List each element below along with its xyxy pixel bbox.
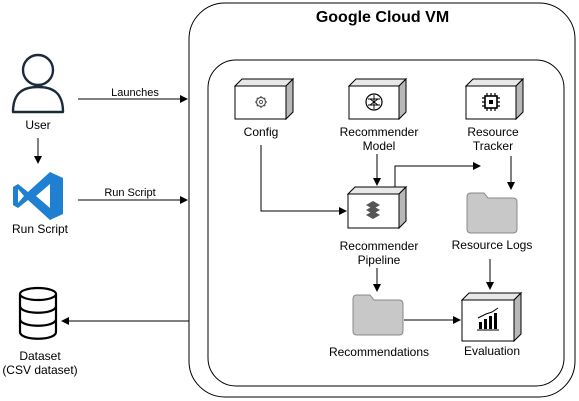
resource-tracker-label-line2: Tracker <box>472 139 514 153</box>
pipeline-label-line1: Recommender <box>339 239 419 253</box>
resource-tracker-label: Resource Tracker <box>458 125 528 153</box>
pipeline-label: Recommender Pipeline <box>334 239 424 267</box>
config-box <box>233 77 295 121</box>
recommender-model-label-line2: Model <box>362 139 396 153</box>
evaluation-label: Evaluation <box>463 344 521 358</box>
recommendations-label: Recommendations <box>328 345 430 359</box>
chip-icon <box>482 93 500 111</box>
dataset-label-line2: (CSV dataset) <box>2 363 78 377</box>
run-script-icon <box>13 172 63 220</box>
edge-config-to-pipeline <box>260 145 347 215</box>
resource-logs-label: Resource Logs <box>451 238 533 252</box>
dataset-label-line1: Dataset <box>19 349 61 363</box>
run-script-edge-label: Run Script <box>104 187 156 199</box>
gear-icon <box>255 96 267 108</box>
pipeline-box <box>346 185 408 230</box>
recommender-model-label-line1: Recommender <box>339 125 419 139</box>
recommendations-folder-icon <box>352 294 404 336</box>
user-icon <box>11 53 65 114</box>
user-label: User <box>25 118 51 132</box>
layers-icon <box>366 201 380 219</box>
resource-tracker-label-line1: Resource <box>467 125 519 139</box>
dataset-label: Dataset (CSV dataset) <box>0 349 80 377</box>
vm-title: Google Cloud VM <box>315 9 450 26</box>
edge-pipeline-to-tracker <box>394 162 481 187</box>
launches-edge-label: Launches <box>111 87 159 99</box>
resource-tracker-box <box>464 77 525 121</box>
run-script-label: Run Script <box>11 222 69 236</box>
resource-logs-folder-icon <box>466 192 518 234</box>
neural-network-icon <box>365 93 383 111</box>
evaluation-box <box>460 291 523 343</box>
config-label: Config <box>243 125 279 139</box>
bar-chart-icon <box>477 307 499 331</box>
database-icon <box>18 286 58 340</box>
recommender-model-box <box>347 77 408 121</box>
recommender-model-label: Recommender Model <box>334 125 424 153</box>
pipeline-label-line2: Pipeline <box>357 253 401 267</box>
